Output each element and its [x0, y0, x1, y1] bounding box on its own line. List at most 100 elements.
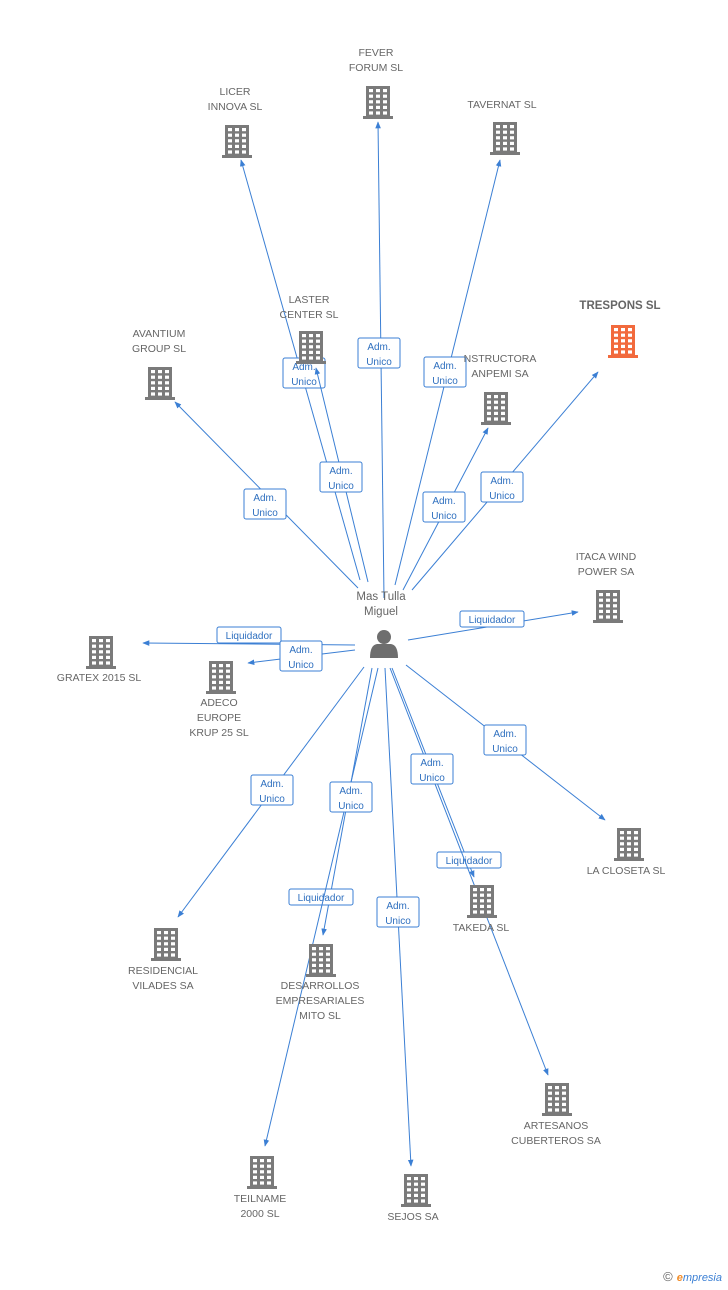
edge-label-text: Unico [288, 660, 314, 671]
company-node-trespons[interactable]: TRESPONS SL [579, 300, 661, 358]
building-icon [467, 885, 497, 918]
brand-name: mpresia [682, 1272, 722, 1284]
edge-label-text: Adm. [433, 361, 456, 372]
building-icon [296, 331, 326, 364]
edge-closeta[interactable]: Adm. Unico [405, 664, 606, 821]
person-icon [370, 630, 398, 658]
edge-label-text: Adm. [386, 901, 409, 912]
company-name: TAKEDA SL [453, 922, 510, 934]
edge-sejos[interactable]: Adm.Unico [376, 667, 420, 1167]
edge-label-box [410, 753, 454, 785]
company-node-fever[interactable]: FEVER FORUM SL [349, 47, 403, 119]
edge-label-text: Adm. [420, 758, 443, 769]
building-icon [145, 367, 175, 400]
edge-teilname[interactable]: Adm.Unico [263, 667, 379, 1147]
brand-initial: e [676, 1272, 683, 1284]
building-icon [608, 325, 638, 358]
edge-adeco[interactable]: Adm. Unico [247, 640, 356, 672]
building-icon [542, 1083, 572, 1116]
company-name: ANPEMI SA [471, 368, 528, 380]
edge-label-text: Adm. [329, 466, 352, 477]
company-name: POWER SA [578, 566, 635, 578]
company-name: SEJOS SA [387, 1211, 438, 1223]
company-name: MITO SL [299, 1010, 341, 1022]
edge-label-text: Adm. [289, 645, 312, 656]
company-node-sejos[interactable]: SEJOS SA [387, 1174, 439, 1223]
edge-label-text: Unico [431, 511, 457, 522]
edge-label-text: Liquidador [469, 615, 516, 626]
company-name: TRESPONS SL [579, 300, 660, 312]
edge-label-text: Liquidador [226, 631, 273, 642]
edge-trespons[interactable]: Adm. Unico [411, 371, 599, 591]
edge-label-text: Unico [489, 491, 515, 502]
company-node-takeda[interactable]: TAKEDA SL [453, 885, 510, 934]
company-name: LA CLOSETA SL [587, 865, 666, 877]
edge-label-box [480, 471, 524, 503]
edge-artesanos[interactable]: Adm. Unico [389, 667, 549, 1076]
edge-label-text: Adm. [253, 493, 276, 504]
edge-avantium[interactable]: Adm. Unico [174, 401, 359, 589]
building-icon [363, 86, 393, 119]
edge-tavernat[interactable]: Adm. Unico [394, 159, 502, 586]
edge-label-box [376, 896, 420, 928]
edge-constructora[interactable]: Adm. Unico [402, 427, 489, 591]
person-name: Mas Tulla [356, 591, 406, 603]
edge-label-text: Unico [328, 481, 354, 492]
company-name: ARTESANOS [524, 1120, 589, 1132]
company-name: TAVERNAT SL [467, 99, 536, 111]
building-icon [222, 125, 252, 158]
company-name: FEVER [358, 47, 393, 59]
brand-footer: ©empresia [663, 1269, 722, 1284]
company-name: 2000 SL [240, 1208, 279, 1220]
company-name: RESIDENCIAL [128, 965, 198, 977]
edge-laster[interactable]: Adm. Unico [314, 367, 369, 583]
edge-fever[interactable]: Adm.Unico [357, 121, 401, 599]
edge-label-box [459, 610, 525, 628]
edge-label-box [423, 356, 467, 388]
building-icon [151, 928, 181, 961]
edge-licer[interactable]: Adm. Unico [240, 159, 361, 581]
company-name: AVANTIUM [133, 328, 186, 340]
building-icon [481, 392, 511, 425]
edge-gratex[interactable]: Liquidador [142, 626, 356, 646]
edge-label-text: Unico [366, 357, 392, 368]
edge-label-text: Adm. [493, 729, 516, 740]
company-name: LASTER [289, 294, 330, 306]
company-name: LICER [220, 86, 251, 98]
edge-label-text: Liquidador [298, 893, 345, 904]
building-icon [593, 590, 623, 623]
company-name: FORUM SL [349, 62, 403, 74]
edge-label-text: Adm. [260, 779, 283, 790]
company-name: NSTRUCTORA [464, 353, 537, 365]
company-node-constructora[interactable]: NSTRUCTORA ANPEMI SA [464, 353, 537, 425]
edge-itaca[interactable]: Liquidador [407, 610, 579, 641]
edge-label-box [279, 640, 323, 672]
edge-label-box [243, 488, 287, 520]
company-node-closeta[interactable]: LA CLOSETA SL [587, 828, 666, 877]
edge-label-box [288, 888, 354, 906]
edge-label-text: Adm. [432, 496, 455, 507]
edge-label-text: Adm. [339, 786, 362, 797]
company-node-gratex[interactable]: GRATEX 2015 SL [57, 636, 142, 684]
edge-label-text: Unico [419, 773, 445, 784]
edge-label-text: Unico [252, 508, 278, 519]
edge-label-text: Liquidador [446, 856, 493, 867]
company-node-tavernat[interactable]: TAVERNAT SL [467, 99, 537, 155]
edge-label-box [250, 774, 294, 806]
edge-residencial[interactable]: Adm. Unico [177, 666, 365, 918]
company-name: ADECO [200, 697, 237, 709]
edge-label-text: Unico [259, 794, 285, 805]
edge-line [263, 667, 379, 1147]
building-icon [490, 122, 520, 155]
